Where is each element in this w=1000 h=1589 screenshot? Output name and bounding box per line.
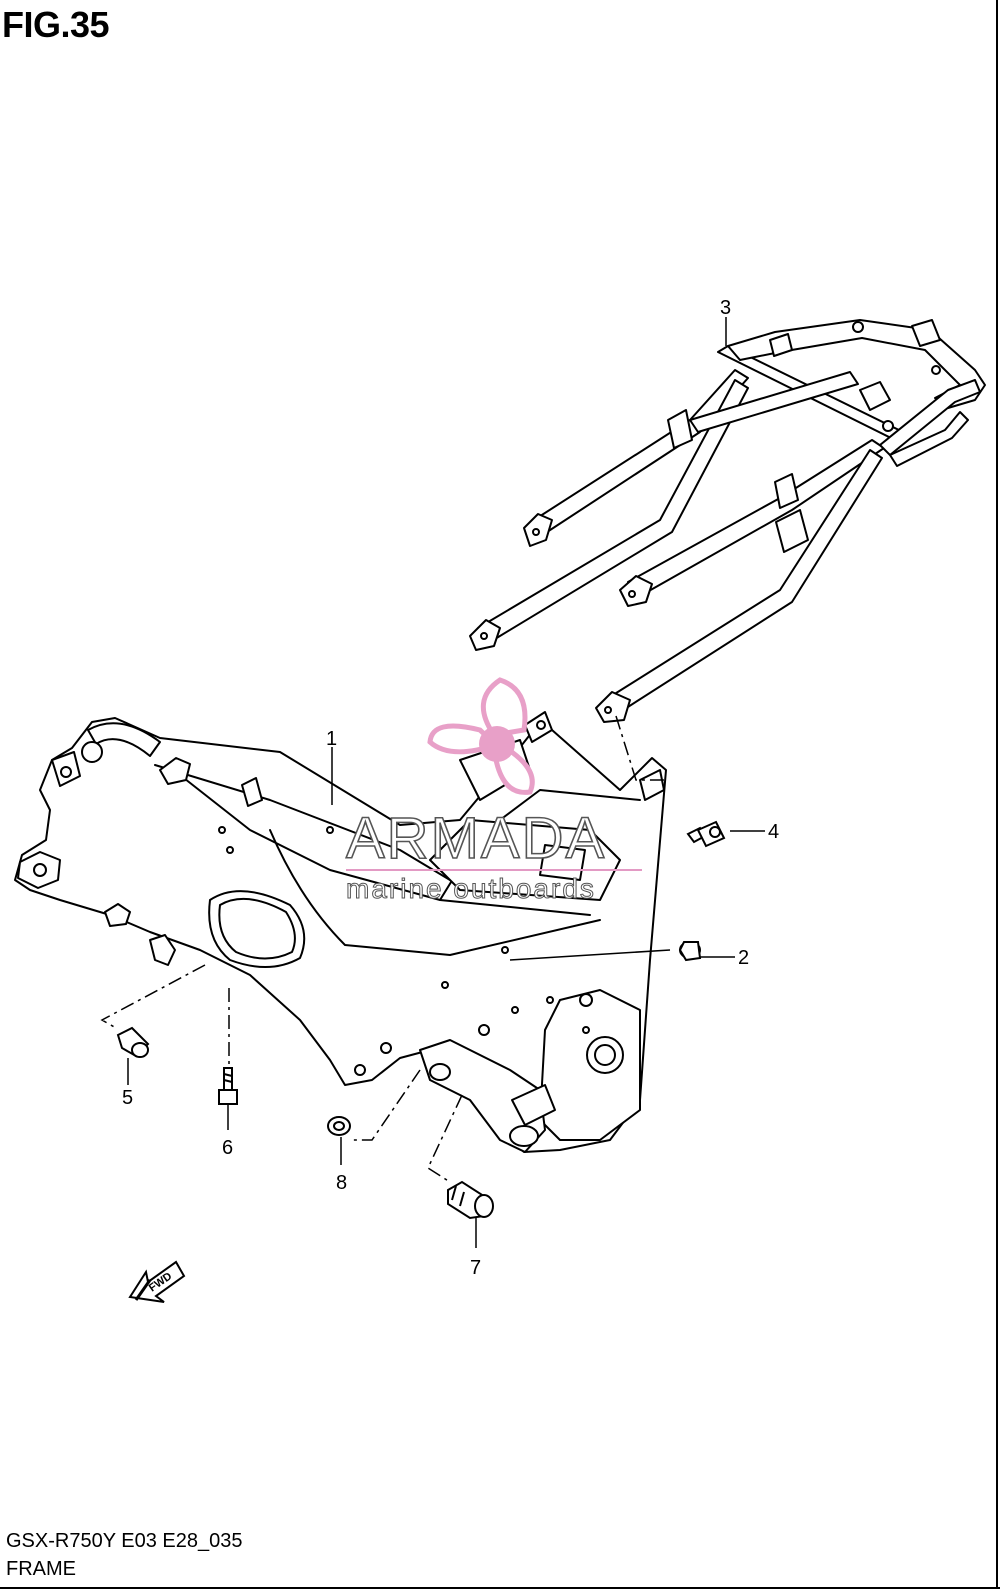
- watermark-brand: ARMADA: [346, 806, 606, 871]
- part-2-plug: [678, 941, 702, 962]
- model-code: GSX-R750Y E03 E28_035: [6, 1530, 243, 1552]
- callout-8: 8: [336, 1172, 347, 1194]
- armada-watermark: ARMADA marine outboards: [345, 677, 642, 905]
- callout-6: 6: [222, 1137, 233, 1159]
- seat-rail-drawing: [469, 319, 986, 723]
- phantom-lines: [100, 715, 664, 1183]
- propeller-logo-icon: [427, 677, 535, 795]
- callout-5: 5: [122, 1087, 133, 1109]
- main-frame-drawing: [14, 711, 667, 1153]
- section-name: FRAME: [6, 1558, 76, 1580]
- watermark-tagline: marine outboards: [346, 873, 596, 904]
- leader-lines: [127, 317, 765, 1248]
- figure-title: FIG.35: [2, 4, 110, 45]
- fwd-arrow-icon: FWD: [128, 1260, 186, 1303]
- part-8-nut: [327, 1116, 351, 1136]
- watermark-rule: [346, 869, 642, 871]
- bottom-border: [0, 1587, 1000, 1589]
- callout-4: 4: [768, 821, 779, 843]
- right-border: [996, 0, 998, 1589]
- callout-labels: 1 2 3 4 5 6 7 8: [122, 297, 779, 1279]
- part-4-bolt: [686, 820, 726, 848]
- part-6-bolt: [218, 1067, 238, 1105]
- callout-3: 3: [720, 297, 731, 319]
- part-7-plug: [447, 1180, 494, 1220]
- callout-2: 2: [738, 947, 749, 969]
- callout-1: 1: [326, 728, 337, 750]
- part-5-bushing: [116, 1026, 150, 1058]
- callout-7: 7: [470, 1257, 481, 1279]
